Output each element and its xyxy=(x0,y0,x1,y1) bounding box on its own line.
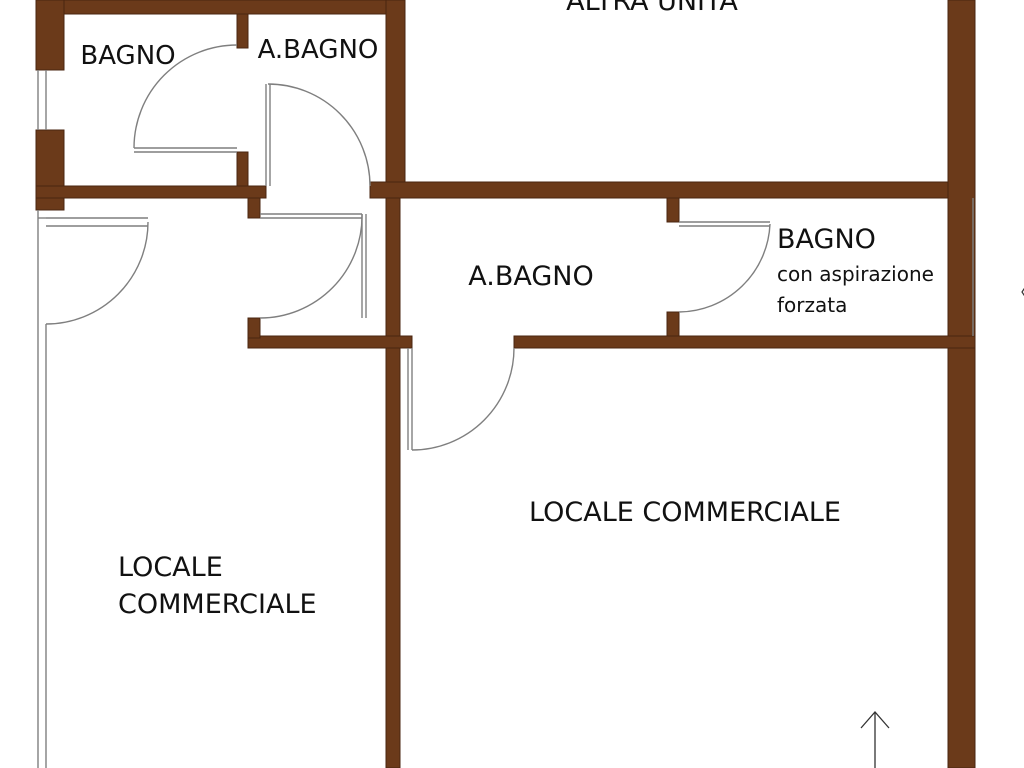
door-bagno-right xyxy=(678,221,771,313)
label-bagno-right: BAGNO xyxy=(777,224,876,255)
wall-below-bagno xyxy=(35,185,267,199)
label-altra-unita: ALTRA UNITÀ xyxy=(566,0,738,17)
wall-below-left-antibagno xyxy=(247,335,413,349)
label-bagno-top: BAGNO xyxy=(80,41,175,71)
wall-bagno-right-bottom xyxy=(666,311,680,339)
wall-bagno-right-top xyxy=(666,197,680,223)
door-bagno-top xyxy=(133,44,238,153)
label-bagno-right-note2: forzata xyxy=(777,293,847,317)
walls xyxy=(35,0,976,768)
wall-left-upper xyxy=(35,0,65,71)
wall-left-antibagno-stub xyxy=(247,317,261,339)
wall-stub xyxy=(247,197,261,219)
arrow-up-icon xyxy=(860,711,890,768)
wall-center-vertical xyxy=(385,197,401,768)
wall-below-center-baths xyxy=(513,335,976,349)
label-bagno-right-note1: con aspirazione xyxy=(777,262,934,286)
windows xyxy=(37,70,974,768)
door-left-locale xyxy=(45,217,149,325)
wall-top-left xyxy=(35,0,406,15)
doors xyxy=(45,44,771,451)
door-left-antibagno xyxy=(259,213,367,319)
arrow-left-icon xyxy=(1021,287,1024,297)
wall-below-altra xyxy=(369,181,976,199)
label-locale-big: LOCALE COMMERCIALE xyxy=(529,497,841,528)
label-antibagno-mid: A.BAGNO xyxy=(468,261,593,292)
wall-altra-left xyxy=(385,0,406,187)
wall-right-outer xyxy=(947,0,976,768)
wall-partition-bottom xyxy=(236,151,249,187)
label-antibagno-top: A.BAGNO xyxy=(258,35,379,65)
label-locale-left-line1: LOCALE xyxy=(118,552,223,583)
label-locale-left-line2: COMMERCIALE xyxy=(118,589,317,620)
door-antibagno-mid xyxy=(407,347,515,451)
wall-partition-top xyxy=(236,13,249,49)
door-antibagno-top xyxy=(265,83,371,187)
